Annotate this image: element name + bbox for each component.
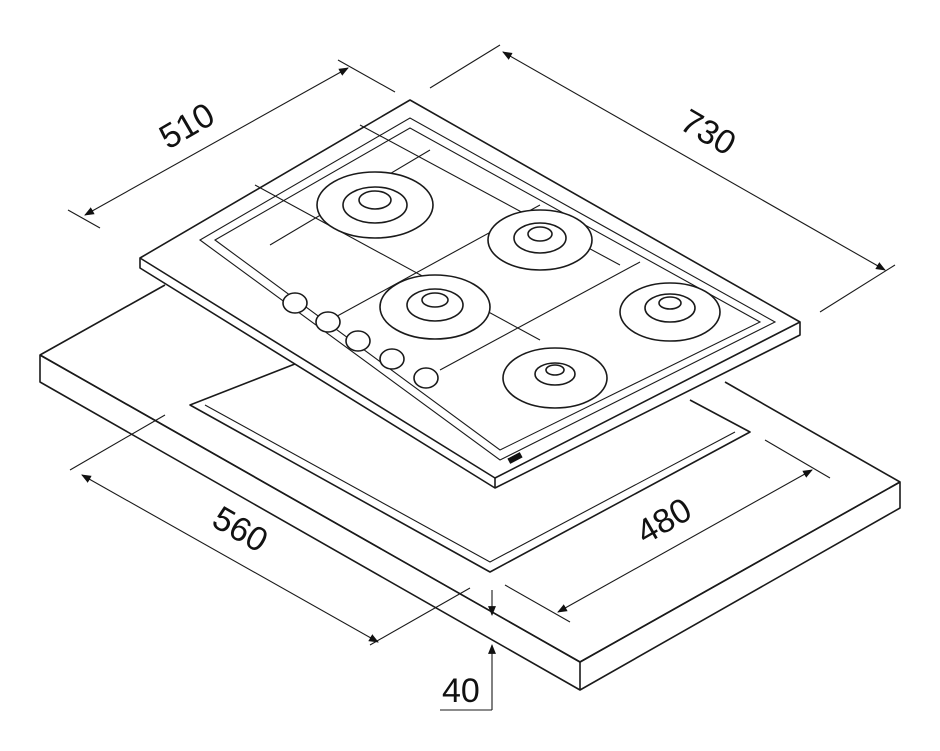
burner-rear-right xyxy=(487,209,593,271)
dimension-label-480: 480 xyxy=(630,491,698,552)
burner-rear-left xyxy=(316,171,434,239)
burner-front-left xyxy=(379,274,491,340)
control-knobs xyxy=(282,292,439,389)
burner-front xyxy=(502,347,608,409)
gas-hob xyxy=(139,99,801,489)
dimension-lines xyxy=(67,44,896,711)
brand-logo xyxy=(507,452,523,464)
dimension-label-40: 40 xyxy=(442,672,480,710)
burner-right xyxy=(619,282,721,342)
dimension-label-730: 730 xyxy=(674,102,742,163)
dimension-label-510: 510 xyxy=(153,96,221,157)
